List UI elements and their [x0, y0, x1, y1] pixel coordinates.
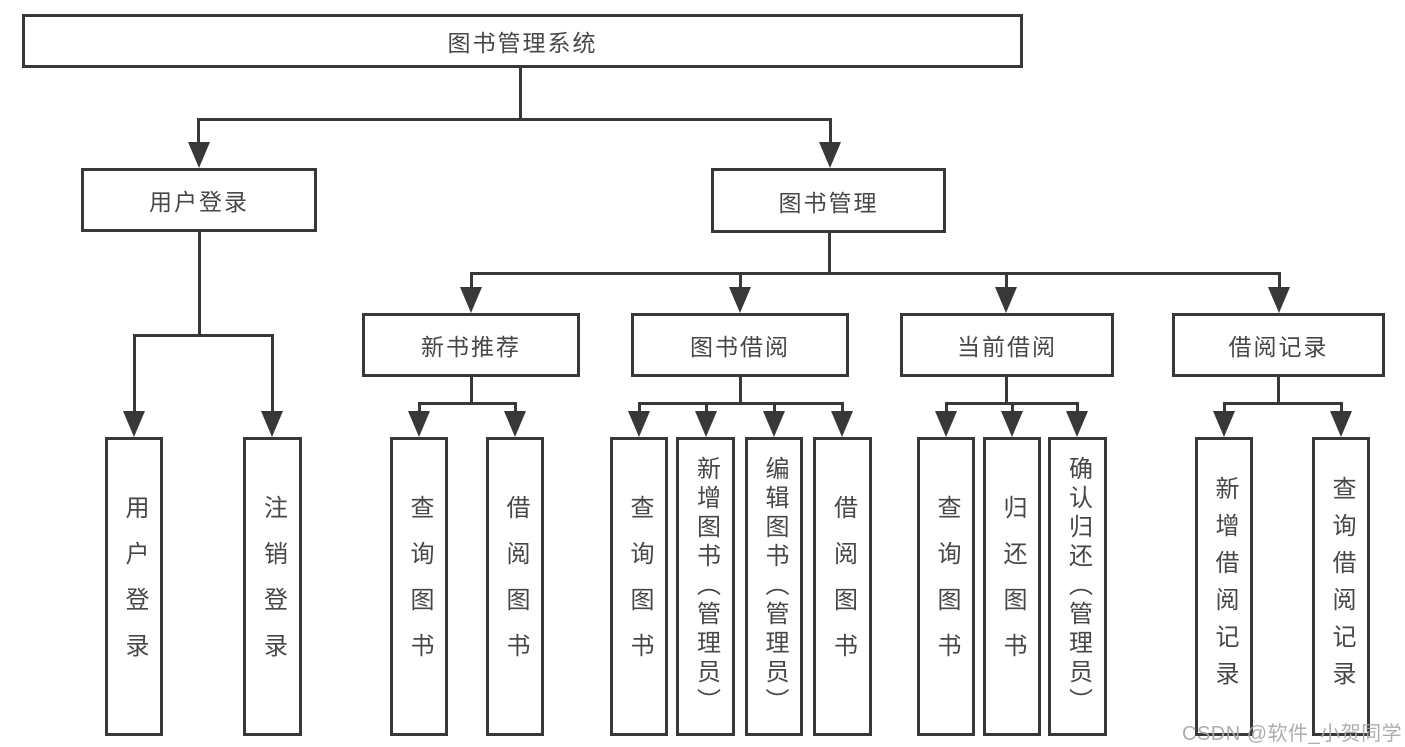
- node-current-borrow: 当前借阅: [900, 313, 1114, 377]
- leaf-borrow-books-1: 借阅图书: [486, 437, 544, 736]
- connector-line: [638, 402, 844, 405]
- leaf-query-books-2: 查询图书: [610, 437, 668, 736]
- node-book-borrow-label: 图书借阅: [690, 334, 790, 360]
- leaf-logout-label: 注销登录: [259, 494, 287, 679]
- connector-line: [470, 377, 473, 405]
- leaf-logout: 注销登录: [243, 437, 302, 736]
- leaf-user-login-label: 用户登录: [121, 494, 148, 679]
- node-borrow-records: 借阅记录: [1172, 313, 1385, 377]
- arrowhead: [1268, 287, 1290, 313]
- connector-line: [418, 402, 421, 414]
- connector-line: [470, 272, 1281, 275]
- node-root-label: 图书管理系统: [447, 30, 598, 56]
- arrowhead: [935, 411, 957, 437]
- connector-line: [945, 402, 948, 414]
- connector-line: [829, 118, 832, 146]
- connector-line: [773, 402, 776, 414]
- arrowhead: [1001, 411, 1023, 437]
- leaf-query-borrow-record: 查询借阅记录: [1312, 437, 1370, 736]
- arrowhead: [123, 411, 145, 437]
- arrowhead: [819, 142, 841, 168]
- connector-line: [828, 233, 831, 275]
- leaf-query-borrow-record-label: 查询借阅记录: [1328, 475, 1355, 698]
- leaf-confirm-return-admin-label: 确认归还（管理员）: [1064, 456, 1092, 717]
- leaf-query-books-3-label: 查询图书: [933, 494, 960, 679]
- connector-line: [198, 232, 201, 336]
- arrowhead: [1066, 411, 1088, 437]
- leaf-edit-books-admin-label: 编辑图书（管理员）: [761, 456, 788, 717]
- leaf-borrow-books-2-label: 借阅图书: [829, 494, 857, 679]
- connector-line: [739, 272, 742, 289]
- arrowhead: [261, 411, 283, 437]
- arrowhead: [695, 411, 717, 437]
- arrowhead: [831, 411, 853, 437]
- node-book-borrow: 图书借阅: [631, 313, 849, 377]
- node-new-book-recommend: 新书推荐: [362, 313, 580, 377]
- arrowhead: [729, 287, 751, 313]
- arrowhead: [460, 287, 482, 313]
- connector-line: [197, 118, 200, 146]
- connector-line: [519, 68, 522, 120]
- connector-line: [133, 334, 274, 337]
- leaf-borrow-books-1-label: 借阅图书: [502, 494, 529, 679]
- connector-line: [705, 402, 708, 414]
- leaf-add-books-admin: 新增图书（管理员）: [676, 437, 735, 736]
- leaf-add-books-admin-label: 新增图书（管理员）: [692, 456, 720, 717]
- leaf-query-books-1-label: 查询图书: [406, 494, 433, 679]
- connector-line: [133, 334, 136, 414]
- node-book-management-label: 图书管理: [778, 189, 879, 216]
- node-user-login: 用户登录: [81, 168, 317, 232]
- arrowhead: [1213, 411, 1235, 437]
- leaf-query-books-2-label: 查询图书: [626, 494, 653, 679]
- connector-line: [514, 402, 517, 414]
- connector-line: [197, 118, 832, 121]
- connector-line: [1011, 402, 1014, 414]
- leaf-add-borrow-record-label: 新增借阅记录: [1211, 475, 1238, 698]
- node-user-login-label: 用户登录: [149, 189, 249, 215]
- connector-line: [418, 402, 517, 405]
- connector-line: [470, 272, 473, 289]
- connector-line: [1005, 272, 1008, 289]
- arrowhead: [1330, 411, 1352, 437]
- connector-line: [841, 402, 844, 414]
- connector-line: [1340, 402, 1343, 414]
- arrowhead: [763, 411, 785, 437]
- leaf-borrow-books-2: 借阅图书: [813, 437, 872, 736]
- connector-line: [1277, 377, 1280, 405]
- csdn-watermark: CSDN @软件_小贺同学: [1182, 723, 1403, 745]
- arrowhead: [995, 287, 1017, 313]
- leaf-return-books: 归还图书: [983, 437, 1041, 736]
- connector-line: [1005, 377, 1008, 405]
- connector-line: [1076, 402, 1079, 414]
- arrowhead: [504, 411, 526, 437]
- connector-line: [1223, 402, 1343, 405]
- node-book-management: 图书管理: [711, 168, 946, 233]
- node-borrow-records-label: 借阅记录: [1228, 334, 1329, 360]
- connector-line: [1223, 402, 1226, 414]
- node-current-borrow-label: 当前借阅: [957, 334, 1057, 360]
- node-new-book-recommend-label: 新书推荐: [421, 334, 521, 360]
- leaf-user-login: 用户登录: [105, 437, 163, 736]
- leaf-add-borrow-record: 新增借阅记录: [1195, 437, 1253, 736]
- arrowhead: [628, 411, 650, 437]
- connector-line: [1278, 272, 1281, 289]
- connector-line: [638, 402, 641, 414]
- leaf-query-books-1: 查询图书: [390, 437, 448, 736]
- arrowhead: [188, 142, 210, 168]
- leaf-edit-books-admin: 编辑图书（管理员）: [745, 437, 803, 736]
- leaf-return-books-label: 归还图书: [999, 494, 1026, 679]
- node-root: 图书管理系统: [22, 14, 1023, 68]
- connector-line: [739, 377, 742, 405]
- arrowhead: [408, 411, 430, 437]
- leaf-query-books-3: 查询图书: [917, 437, 975, 736]
- leaf-confirm-return-admin: 确认归还（管理员）: [1048, 437, 1107, 736]
- connector-line: [271, 334, 274, 414]
